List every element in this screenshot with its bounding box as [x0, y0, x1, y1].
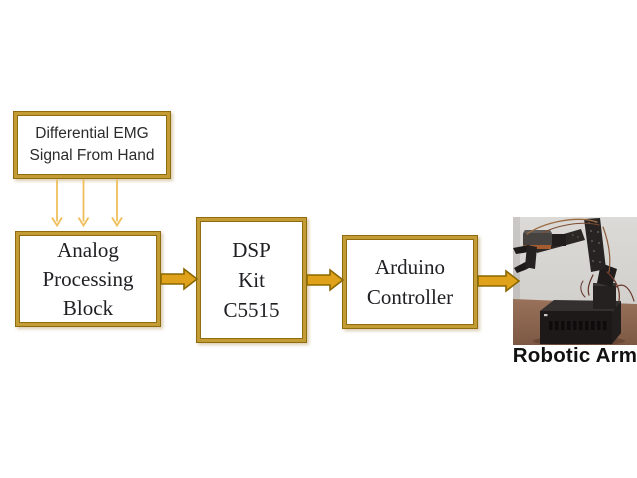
wrist-servo-horn — [524, 245, 551, 249]
signal-arrow-head — [77, 217, 90, 228]
node-label-line: Kit — [238, 268, 265, 292]
node-label-line: Processing — [42, 266, 134, 291]
robotic-arm-photo — [513, 217, 637, 345]
wires — [526, 218, 635, 302]
node-label-line: Controller — [366, 285, 454, 309]
flow-arrow-analog-to-dsp — [160, 267, 199, 291]
arm-screw — [577, 236, 579, 238]
arm-screw — [572, 234, 574, 236]
flow-arrow-dsp-to-arduino — [306, 268, 345, 292]
wrist-servo-body — [523, 233, 552, 246]
base-right-face — [612, 301, 621, 344]
node-label-line: C5515 — [223, 298, 280, 322]
node-label-line: DSP — [232, 238, 271, 262]
node-label-line: Signal From Hand — [29, 147, 155, 164]
arm-tower-link — [584, 218, 606, 272]
photo-wall-shade — [513, 217, 520, 304]
signal-arrow-head — [111, 217, 123, 228]
node-analog-processing-block: Analog Processing Block — [15, 231, 161, 327]
base-vent-slots — [549, 321, 607, 330]
base-motor — [593, 283, 616, 309]
robotic-arm-caption: Robotic Arm — [512, 344, 637, 367]
node-label-line: Analog — [57, 237, 119, 262]
node-dsp-kit-c5515: DSP Kit C5515 — [196, 217, 307, 343]
gripper-hub — [525, 245, 537, 269]
node-label-line: Differential EMG — [35, 125, 149, 142]
robotic-arm-illustration — [513, 217, 637, 345]
base-indicator-label — [544, 314, 548, 317]
node-differential-emg-signal: Differential EMG Signal From Hand — [13, 111, 171, 179]
emg-signal-arrows — [51, 179, 123, 228]
node-label-line: Arduino — [375, 255, 445, 279]
node-arduino-controller: Arduino Controller — [342, 235, 478, 329]
node-label-line: Block — [62, 295, 114, 320]
signal-arrow-head — [51, 217, 63, 228]
wrist-joint-block — [552, 234, 566, 246]
